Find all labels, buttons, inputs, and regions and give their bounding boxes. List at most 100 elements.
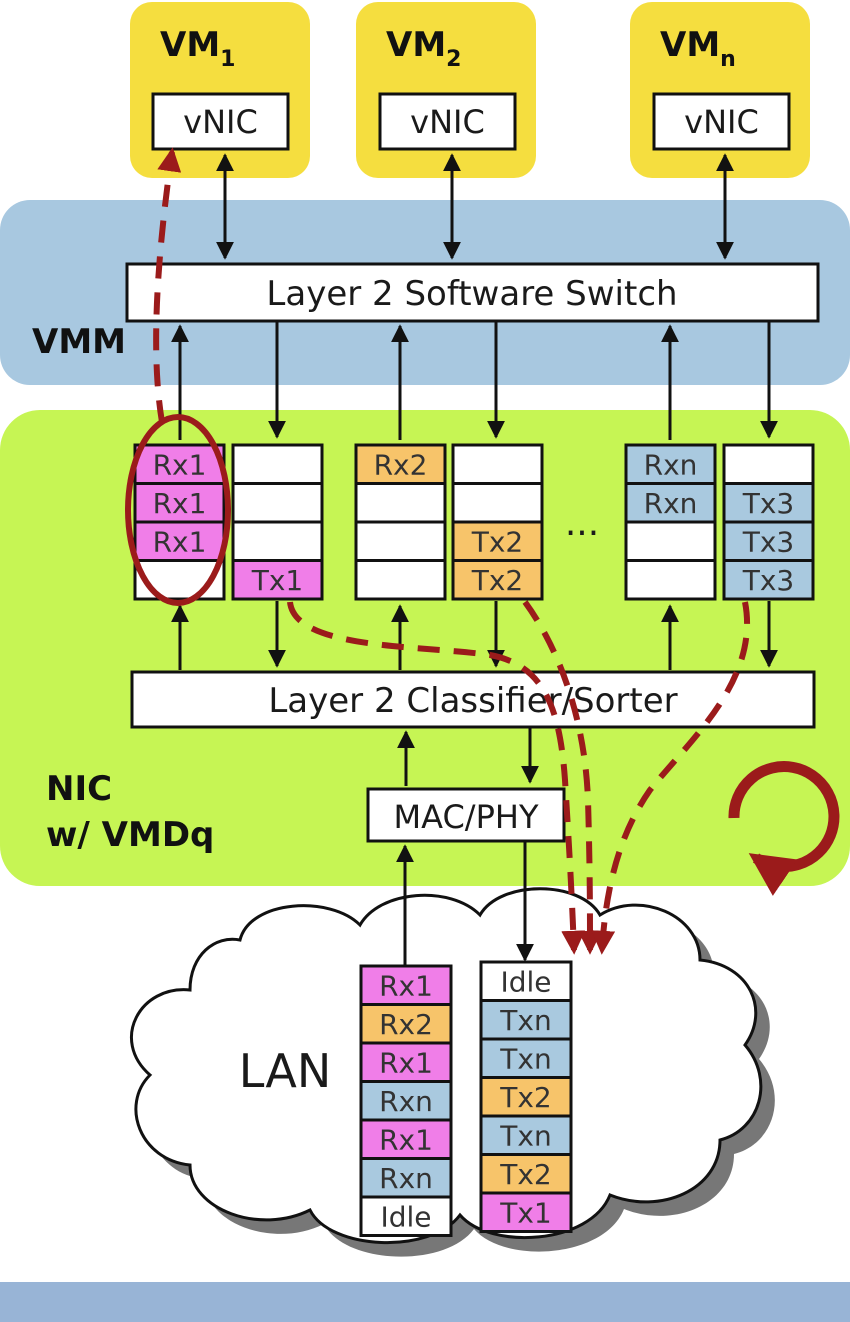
- vm-n-title: VM: [660, 25, 720, 65]
- queue-3-cell-2-label: Tx2: [471, 525, 524, 558]
- queue-2-cell-2-box: [354, 520, 447, 562]
- queue-5-cell-3-label: Tx3: [742, 564, 795, 597]
- rx-stream-packet-6-label: Idle: [380, 1200, 431, 1233]
- macphy-box: [366, 787, 566, 843]
- queue-2-cell-2: [354, 520, 447, 562]
- tx-stream-packet-6-label: Tx1: [499, 1196, 552, 1229]
- queue-4-cell-1-label: Rxn: [644, 487, 698, 520]
- queue-0-cell-2-label: Rx1: [153, 525, 207, 558]
- queue-0-cell-1-label: Rx1: [153, 487, 207, 520]
- software-switch-box: [125, 262, 820, 323]
- queue-2-cell-0-label: Rx2: [374, 448, 428, 481]
- queue-0-cell-0-label: Rx1: [153, 448, 207, 481]
- queue-4-cell-3-box: [624, 559, 717, 601]
- rx-stream-packet-1-box: [359, 1003, 453, 1045]
- tx-stream-packet-3: Tx2: [479, 1076, 573, 1118]
- vm-1-vnic: vNIC: [183, 103, 258, 141]
- queue-0-cell-2: Rx1: [133, 520, 226, 562]
- queue-4-cell-3: [624, 559, 717, 601]
- classifier-box: [130, 670, 816, 729]
- queue-3-cell-0: [451, 443, 544, 485]
- tx-stream-packet-2-label: Txn: [499, 1042, 551, 1075]
- rx-stream-packet-3-box: [359, 1080, 453, 1122]
- queue-3-cell-3-label: Tx2: [471, 564, 524, 597]
- queue-1-cell-0: [231, 443, 324, 485]
- tx-stream-packet-1: Txn: [479, 999, 573, 1041]
- queue-4-cell-0: Rxn: [624, 443, 717, 485]
- round-robin-icon: [728, 761, 840, 896]
- queue-3-cell-3: Tx2: [451, 559, 544, 601]
- tx-stream-packet-4: Txn: [479, 1114, 573, 1156]
- software-switch-label: Layer 2 Software Switch: [266, 274, 677, 314]
- rx-stream-packet-2: Rx1: [359, 1041, 453, 1083]
- vm-n-subscript: n: [720, 47, 736, 72]
- rx-stream-packet-6-box: [359, 1195, 453, 1237]
- vm-n-vnic: vNIC: [684, 103, 759, 141]
- queue-1-cell-3-box: [231, 559, 324, 601]
- queue-3-cell-0-box: [451, 443, 544, 485]
- queue-3-cell-3-box: [451, 559, 544, 601]
- queue-5-cell-0: [722, 443, 815, 485]
- lan-label: LAN: [239, 1044, 332, 1098]
- queue-1-cell-3-label: Tx1: [251, 564, 304, 597]
- tx3-transmit-path: [591, 601, 750, 955]
- tx2-transmit-path: [522, 600, 602, 955]
- queue-2-cell-1-box: [354, 482, 447, 524]
- queue-ellipsis: ...: [565, 503, 599, 544]
- rx-stream-packet-1-label: Rx2: [379, 1008, 433, 1041]
- rx-stream-packet-5-box: [359, 1157, 453, 1199]
- queue-5-cell-1: Tx3: [722, 482, 815, 524]
- queue-2-cell-0: Rx2: [354, 443, 447, 485]
- rx1-delivery-path: [153, 147, 182, 423]
- queue-5-cell-0-box: [722, 443, 815, 485]
- queue-0-cell-1: Rx1: [133, 482, 226, 524]
- queue-2-cell-3: [354, 559, 447, 601]
- queue-4-cell-0-label: Rxn: [644, 448, 698, 481]
- queue-1-cell-1-box: [231, 482, 324, 524]
- queue-1-cell-1: [231, 482, 324, 524]
- queue-1-cell-2: [231, 520, 324, 562]
- rx-stream-packet-0: Rx1: [359, 964, 453, 1006]
- tx-stream-packet-2: Txn: [479, 1037, 573, 1079]
- classifier-label: Layer 2 Classifier/Sorter: [268, 681, 677, 721]
- svg-text:VM2: VM2: [386, 25, 461, 72]
- rx-stream-packet-0-label: Rx1: [379, 969, 433, 1002]
- rx-stream-packet-5: Rxn: [359, 1157, 453, 1199]
- queue-5-cell-2-label: Tx3: [742, 525, 795, 558]
- nic-label-line2: w/ VMDq: [46, 815, 214, 855]
- queue-4-cell-1: Rxn: [624, 482, 717, 524]
- rx-stream-packet-2-label: Rx1: [379, 1046, 433, 1079]
- vm-1: VM1 vNIC: [130, 2, 310, 178]
- tx-stream-packet-1-label: Txn: [499, 1004, 551, 1037]
- tx1-transmit-path: [287, 601, 586, 955]
- queue-4-cell-2: [624, 520, 717, 562]
- vm-2-title: VM: [386, 25, 446, 65]
- rx1-highlight-oval: [125, 414, 231, 606]
- rx-stream-packet-3-label: Rxn: [379, 1085, 433, 1118]
- queue-0-cell-2-box: [133, 520, 226, 562]
- queue-5-cell-1-label: Tx3: [742, 487, 795, 520]
- tx-stream-packet-6-box: [479, 1191, 573, 1233]
- vm-2: VM2 vNIC: [356, 2, 536, 178]
- vmm-label: VMM: [32, 322, 126, 362]
- vm-n: VMn vNIC: [630, 2, 810, 178]
- tx-stream-packet-6: Tx1: [479, 1191, 573, 1233]
- svg-text:VM1: VM1: [160, 25, 235, 72]
- rx-stream-packet-0-box: [359, 964, 453, 1006]
- tx-stream-packet-5: Tx2: [479, 1153, 573, 1195]
- queue-3-cell-2: Tx2: [451, 520, 544, 562]
- queue-1-cell-0-box: [231, 443, 324, 485]
- queue-0-cell-1-box: [133, 482, 226, 524]
- tx-stream-packet-0: Idle: [479, 960, 573, 1002]
- queue-1-cell-3: Tx1: [231, 559, 324, 601]
- queue-3-cell-1: [451, 482, 544, 524]
- tx-stream-packet-3-label: Tx2: [499, 1081, 552, 1114]
- queue-0-cell-0: Rx1: [133, 443, 226, 485]
- queue-5-cell-2: Tx3: [722, 520, 815, 562]
- nic-label-line1: NIC: [46, 769, 112, 809]
- tx-stream-packet-5-label: Tx2: [499, 1158, 552, 1191]
- queue-2-cell-1: [354, 482, 447, 524]
- vm-2-subscript: 2: [446, 47, 461, 72]
